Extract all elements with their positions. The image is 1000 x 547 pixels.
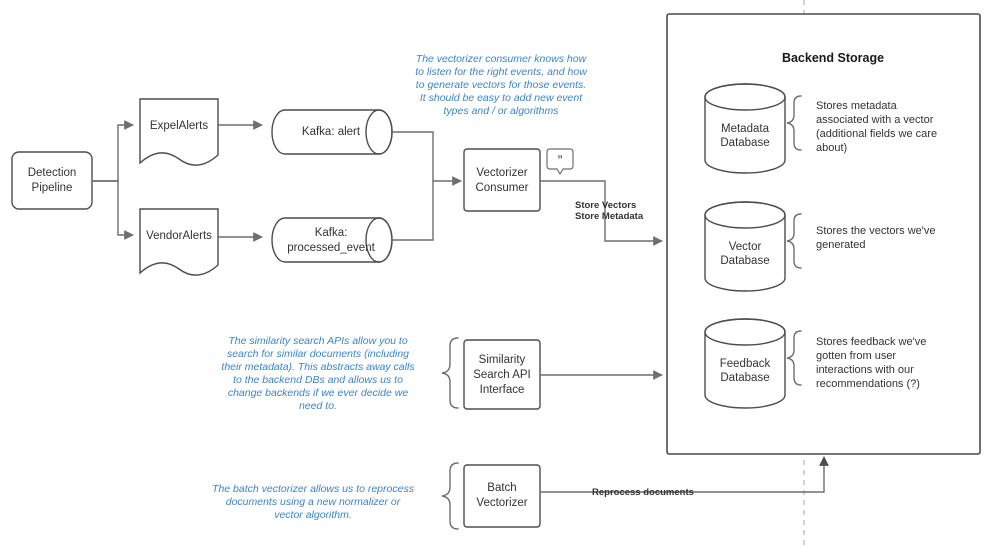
edge-label-store-metadata: Store Metadata <box>575 211 644 222</box>
vectorizer-consumer-label-2: Consumer <box>475 182 528 194</box>
feedback-database-brace <box>786 330 802 386</box>
svg-text:generated: generated <box>816 239 866 251</box>
svg-text:The vectorizer consumer knows: The vectorizer consumer knows how <box>416 53 588 65</box>
vector-database-label-2: Database <box>720 255 769 267</box>
comment-bubble-glyph: ” <box>557 154 563 166</box>
detection-pipeline-label-2: Pipeline <box>32 182 73 194</box>
expelalerts-node: ExpelAlerts <box>139 98 219 166</box>
svg-text:vector algorithm.: vector algorithm. <box>274 509 352 521</box>
kafka-alert-label: Kafka: alert <box>302 126 361 138</box>
feedback-database-label-1: Feedback <box>720 358 771 370</box>
similarity-search-api-label-3: Interface <box>480 384 525 396</box>
svg-text:to listen for the right events: to listen for the right events, and how <box>415 66 588 78</box>
svg-text:Stores metadata: Stores metadata <box>816 100 898 112</box>
svg-text:interactions with our: interactions with our <box>816 364 914 376</box>
batch-vectorizer-box <box>463 464 541 528</box>
vector-database-cylinder-top <box>704 201 786 229</box>
similarity-search-api-label-2: Search API <box>473 369 531 381</box>
vector-database-description: Stores the vectors we've generated <box>816 225 936 251</box>
vendoralerts-document-shape <box>139 208 219 276</box>
expelalerts-document-shape <box>139 98 219 166</box>
similarity-search-api-note: The similarity search APIs allow you to … <box>221 335 415 412</box>
detection-pipeline-box <box>11 151 93 210</box>
kafka-processed-event-label-1: Kafka: <box>315 227 348 239</box>
svg-text:types and / or algorithms: types and / or algorithms <box>444 105 560 117</box>
comment-bubble-icon[interactable]: ” <box>546 148 574 176</box>
connector-vectorizer-to-backend-storage <box>540 180 663 246</box>
vectorizer-consumer-node: Vectorizer Consumer <box>463 148 541 212</box>
batch-vectorizer-node: Batch Vectorizer <box>463 464 541 528</box>
svg-text:change backends if we ever dec: change backends if we ever decide we <box>228 387 409 399</box>
comment-bubble-shape <box>546 148 574 176</box>
svg-text:(additional fields we care: (additional fields we care <box>816 128 937 140</box>
feedback-database-cylinder-top <box>704 318 786 346</box>
vendoralerts-label: VendorAlerts <box>146 230 212 242</box>
batch-vectorizer-label-2: Vectorizer <box>476 497 527 509</box>
svg-text:their metadata). This abstract: their metadata). This abstracts away cal… <box>221 361 415 373</box>
svg-text:to generate vectors for those: to generate vectors for those events. <box>416 79 586 91</box>
svg-text:The similarity search APIs all: The similarity search APIs allow you to <box>228 335 408 347</box>
vector-database: Vector Database <box>704 201 786 292</box>
svg-text:Stores feedback we've: Stores feedback we've <box>816 336 926 348</box>
similarity-search-api-brace <box>441 337 459 409</box>
kafka-alert-node: Kafka: alert <box>271 109 393 155</box>
edge-label-store-vectors: Store Vectors <box>575 200 636 211</box>
connector-pipeline-to-vendoralerts <box>92 180 134 240</box>
svg-text:associated with a vector: associated with a vector <box>816 114 934 126</box>
metadata-database-description: Stores metadata associated with a vector… <box>816 100 937 154</box>
metadata-database-cylinder-top <box>704 83 786 111</box>
svg-text:Stores the vectors we've: Stores the vectors we've <box>816 225 936 237</box>
svg-text:to the backend DBs and allows: to the backend DBs and allows us to <box>233 374 403 386</box>
metadata-database-label-2: Database <box>720 137 769 149</box>
expelalerts-label: ExpelAlerts <box>150 120 208 132</box>
metadata-database-brace <box>786 95 802 151</box>
metadata-database: Metadata Database <box>704 83 786 174</box>
feedback-database: Feedback Database <box>704 318 786 409</box>
connector-kafka-processed-to-vectorizer <box>392 181 434 241</box>
svg-text:The batch vectorizer allows us: The batch vectorizer allows us to reproc… <box>212 483 415 495</box>
similarity-search-api-label-1: Similarity <box>479 354 526 366</box>
connector-pipeline-to-expelalerts <box>92 120 134 182</box>
connector-batch-vectorizer-to-backend-storage <box>540 456 829 493</box>
connector-kafka-alert-to-vectorizer <box>392 131 462 186</box>
edge-label-reprocess-documents: Reprocess documents <box>592 487 694 498</box>
vectorizer-consumer-box <box>463 148 541 212</box>
svg-text:about): about) <box>816 142 847 154</box>
feedback-database-label-2: Database <box>720 372 769 384</box>
feedback-database-description: Stores feedback we've gotten from user i… <box>816 336 926 390</box>
detection-pipeline-label-1: Detection <box>28 167 77 179</box>
kafka-processed-event-node: Kafka: processed_event <box>271 217 393 263</box>
batch-vectorizer-label-1: Batch <box>487 482 516 494</box>
kafka-processed-event-cylinder-body <box>271 217 393 263</box>
vectorizer-consumer-label-1: Vectorizer <box>476 167 527 179</box>
vendoralerts-node: VendorAlerts <box>139 208 219 276</box>
svg-text:need to.: need to. <box>299 400 337 412</box>
vector-database-label-1: Vector <box>729 241 762 253</box>
batch-vectorizer-note: The batch vectorizer allows us to reproc… <box>212 483 415 521</box>
metadata-database-label-1: Metadata <box>721 123 770 135</box>
svg-text:documents using a new normaliz: documents using a new normalizer or <box>226 496 401 508</box>
svg-text:search for similar documents (: search for similar documents (including <box>227 348 409 360</box>
similarity-search-api-node: Similarity Search API Interface <box>463 339 541 410</box>
kafka-processed-event-label-2: processed_event <box>287 242 375 254</box>
batch-vectorizer-brace <box>441 462 459 530</box>
vectorizer-consumer-note: The vectorizer consumer knows how to lis… <box>415 53 588 117</box>
backend-storage-title: Backend Storage <box>782 51 884 65</box>
vector-database-brace <box>786 213 802 269</box>
svg-text:It should be easy to add new e: It should be easy to add new event <box>420 92 583 104</box>
detection-pipeline-node: Detection Pipeline <box>11 151 93 210</box>
svg-text:recommendations (?): recommendations (?) <box>816 378 920 390</box>
svg-text:gotten from user: gotten from user <box>816 350 896 362</box>
